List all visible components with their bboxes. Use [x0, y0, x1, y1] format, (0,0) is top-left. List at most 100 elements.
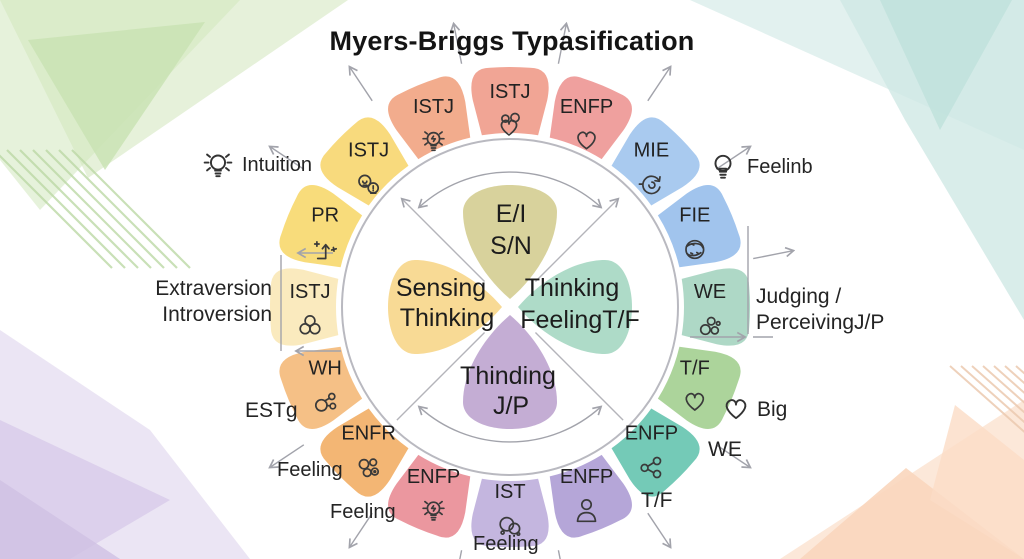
- tf-right-text: T/F: [641, 489, 673, 512]
- outward-arrow: [268, 145, 305, 170]
- petal-label-6: ENFP: [625, 422, 678, 444]
- we-right-label: WE: [708, 438, 742, 462]
- introversion-text: Introversion: [162, 303, 272, 327]
- center-petal-top: [463, 185, 557, 299]
- big-text: Big: [757, 398, 788, 421]
- center-petal-right: [518, 260, 632, 354]
- petal-ENFR-10: [320, 408, 409, 497]
- outward-arrow: [647, 65, 672, 102]
- extraversion-introversion-label: Extraversion Introversion: [150, 276, 272, 329]
- heart-icon: [685, 392, 705, 411]
- molecule-icon: [314, 392, 337, 412]
- petal-ENFP-1: [549, 76, 632, 160]
- petal-WE-4: [681, 268, 751, 346]
- corner-decor-bottom-right: [780, 365, 1024, 559]
- petal-label-9: ENFP: [407, 466, 460, 488]
- feeling-bottom-text: Feeling: [473, 533, 539, 555]
- petal-ENFP-6: [611, 408, 700, 497]
- tf-right-label: T/F: [641, 489, 673, 513]
- lightbulb-icon: [203, 153, 233, 178]
- heart-circles-icon: [500, 112, 520, 136]
- feeling-left-label: Feeling: [277, 459, 343, 482]
- petal-label-13: PR: [311, 205, 339, 227]
- heart-icon: [577, 131, 596, 150]
- petal-label-1: ENFP: [560, 96, 613, 118]
- petal-ISTJ-15: [388, 76, 471, 160]
- feelinb-text: Feelinb: [747, 155, 813, 178]
- route-icon: [313, 240, 338, 260]
- center-petal-left-text-0: Sensing: [396, 274, 486, 302]
- petal-ISTJ-0: [471, 66, 549, 136]
- petal-label-10: ENFR: [341, 422, 395, 444]
- extraversion-text: Extraversion: [155, 277, 272, 300]
- petal-label-4: WE: [694, 281, 726, 303]
- center-petal-top-text-0: E/I: [496, 200, 527, 228]
- petal-ENFP-7: [549, 454, 632, 538]
- center-petal-left-text-1: Thinking: [400, 304, 495, 332]
- outward-arrow: [459, 550, 463, 559]
- center-petal-bottom-text-1: J/P: [493, 392, 529, 420]
- extraversion-bracket: [280, 247, 341, 357]
- petal-label-7: ENFP: [560, 466, 613, 488]
- petal-label-14: ISTJ: [348, 140, 389, 162]
- petal-FIE-3: [657, 185, 741, 268]
- center-cross-lines: [396, 197, 624, 421]
- petal-TF-5: [657, 346, 741, 429]
- outward-arrow: [715, 145, 752, 170]
- petal-IST-8: [471, 478, 549, 548]
- outward-arrow: [557, 550, 561, 559]
- feelinb-label: Feelinb: [706, 150, 813, 184]
- outward-arrow: [348, 65, 373, 102]
- petal-PR-13: [279, 185, 363, 268]
- center-petal-bottom: [463, 315, 557, 429]
- big-label: Big: [722, 396, 787, 424]
- petal-label-15: ISTJ: [413, 96, 454, 118]
- circles-pair-icon: [499, 516, 521, 537]
- we-right-text: WE: [708, 438, 742, 461]
- intuition-text: Intuition: [242, 153, 313, 176]
- lightbulb-icon: [422, 500, 445, 521]
- clover-icon: [299, 315, 321, 335]
- refresh-icon: [638, 175, 661, 195]
- center-petal-top-text-1: S/N: [490, 232, 532, 260]
- petal-ENFP-9: [388, 454, 471, 538]
- bottom-arc-arrow: [417, 405, 603, 443]
- perceiving-text: PerceivingJ/P: [756, 311, 885, 335]
- lightbulb-icon: [422, 131, 445, 152]
- petal-ISTJ-14: [320, 117, 409, 206]
- judging-text: Judging /: [756, 285, 842, 308]
- corner-decor-top-right: [690, 0, 1024, 320]
- feeling-left-text: Feeling: [277, 459, 343, 481]
- corner-decor-bottom-left: [0, 330, 250, 559]
- estg-label: ESTg: [245, 399, 298, 423]
- outward-arrow: [557, 21, 571, 64]
- cluster-icon: [358, 458, 380, 478]
- outward-arrow: [449, 21, 463, 64]
- petal-label-0: ISTJ: [489, 81, 530, 103]
- judging-bracket: [690, 226, 773, 343]
- petal-label-2: MIE: [634, 140, 670, 162]
- petal-label-8: IST: [494, 481, 525, 503]
- center-petal-right-text-1: FeelingT/F: [520, 306, 639, 334]
- petal-label-11: WH: [309, 358, 342, 380]
- bubbles-icon: [699, 316, 721, 336]
- page-title: Myers-Briggs Typasification: [329, 26, 695, 56]
- outward-arrow: [715, 444, 752, 469]
- feeling-lower-label: Feeling: [330, 501, 396, 524]
- person-icon: [576, 499, 597, 523]
- center-petal-bottom-text-0: Thinding: [460, 362, 556, 390]
- speech-bubbles-icon: [358, 174, 380, 195]
- center-petal-right-text-0: Thinking: [525, 274, 620, 302]
- center-petal-left: [388, 260, 502, 354]
- petal-label-12: ISTJ: [289, 281, 330, 303]
- outward-arrow: [268, 444, 305, 469]
- petal-label-5: T/F: [680, 358, 710, 380]
- petal-MIE-2: [611, 117, 700, 206]
- heart-icon: [725, 399, 747, 420]
- top-arc-arrow: [417, 171, 603, 209]
- petal-label-3: FIE: [679, 205, 710, 227]
- corner-decor-top-left: [0, 0, 348, 269]
- outward-arrow: [753, 246, 796, 260]
